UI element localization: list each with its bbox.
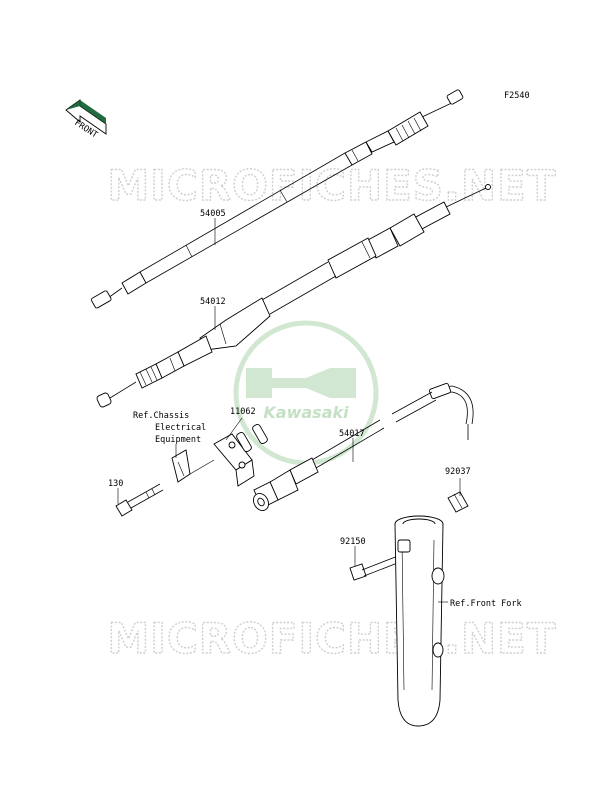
front-fork-tube bbox=[394, 515, 445, 727]
clamp-92037 bbox=[447, 491, 469, 513]
bracket-11062 bbox=[171, 423, 268, 487]
front-arrow-icon: FRONT bbox=[65, 99, 107, 140]
part-label-54012: 54012 bbox=[200, 297, 226, 307]
bolt-92150 bbox=[349, 555, 401, 581]
ref-chassis-line1: Ref.Chassis bbox=[133, 411, 189, 421]
part-label-54017: 54017 bbox=[339, 429, 365, 439]
part-label-130: 130 bbox=[108, 479, 123, 489]
kawasaki-logo-watermark: Kawasaki bbox=[233, 320, 379, 466]
ref-front-fork: Ref.Front Fork bbox=[450, 599, 522, 609]
cable-54017 bbox=[253, 382, 474, 511]
part-label-54005: 54005 bbox=[200, 209, 226, 219]
part-label-92037: 92037 bbox=[445, 467, 471, 477]
watermark-top: MICROFICHES.NET bbox=[108, 161, 557, 210]
cable-54012 bbox=[96, 184, 491, 408]
part-label-92150: 92150 bbox=[340, 537, 366, 547]
ref-chassis-line2: Electrical bbox=[155, 423, 206, 433]
part-label-11062: 11062 bbox=[230, 407, 256, 417]
watermark-bottom: MICROFICHES.NET bbox=[108, 614, 557, 663]
bolt-130 bbox=[115, 483, 164, 517]
ref-chassis-line3: Equipment bbox=[155, 435, 201, 445]
logo-text: Kawasaki bbox=[263, 403, 349, 422]
cable-54005 bbox=[90, 89, 464, 309]
leader-lines bbox=[117, 218, 461, 603]
figure-code: F2540 bbox=[504, 91, 530, 101]
